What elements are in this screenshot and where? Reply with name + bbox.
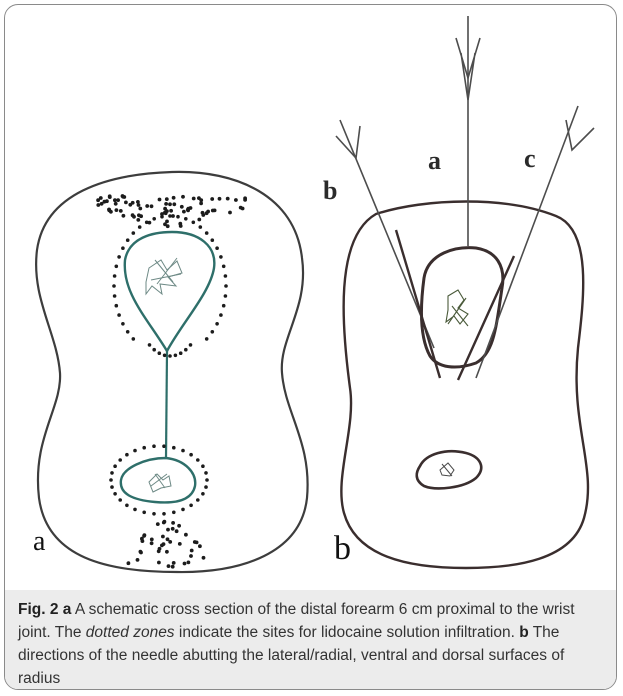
ulna-marrow-scribble <box>149 474 171 492</box>
needle-b <box>336 120 434 348</box>
needle-label-a: a <box>428 148 441 174</box>
ulna-marrow-b <box>440 463 454 476</box>
needle-guides <box>396 230 514 380</box>
needle-label-c: c <box>524 146 536 172</box>
panel-b-drawing <box>316 8 611 578</box>
dotted-zones <box>96 194 247 568</box>
forearm-outline-b <box>341 202 588 569</box>
panel-a-letter: a <box>33 528 45 556</box>
ulna-outline-b <box>417 451 481 488</box>
radius-bone-outline <box>125 232 215 351</box>
needle-label-b: b <box>323 178 337 204</box>
panel-b-letter: b <box>334 532 351 566</box>
panel-a-cross-section: a <box>27 168 317 578</box>
panel-a-drawing <box>27 168 317 578</box>
caption-part-a-text-2: indicate the sites for lidocaine solutio… <box>175 624 520 641</box>
figure-caption: Fig. 2 a A schematic cross section of th… <box>18 598 604 690</box>
caption-part-b-label: b <box>519 624 528 641</box>
caption-fig-label: Fig. 2 <box>18 601 58 618</box>
radius-marrow-b <box>446 290 468 326</box>
septum-line <box>166 351 167 458</box>
panel-b-needle-directions: b a c b <box>316 8 611 578</box>
caption-emphasis-dotted-zones: dotted zones <box>86 624 175 641</box>
needle-a <box>456 16 480 246</box>
radius-marrow-scribble <box>146 258 182 294</box>
